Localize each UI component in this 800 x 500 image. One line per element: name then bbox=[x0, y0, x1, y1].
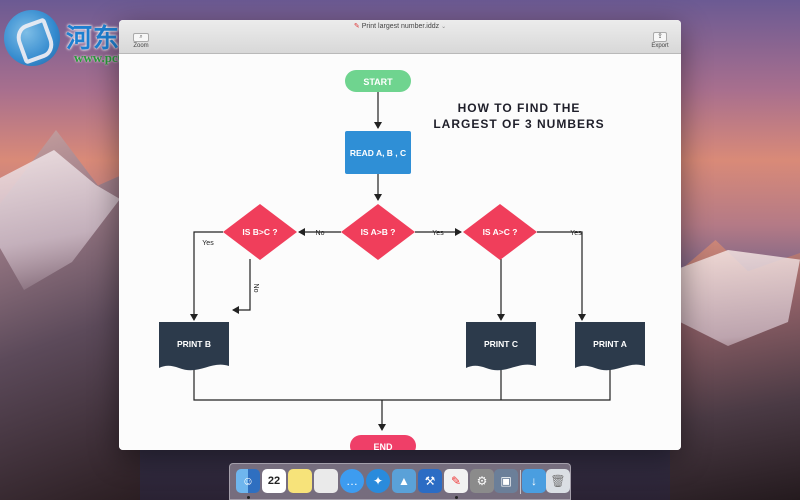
watermark-logo-icon bbox=[4, 10, 60, 66]
chevron-down-icon[interactable]: ⌄ bbox=[441, 24, 447, 30]
edge-merge bbox=[193, 366, 611, 401]
dock: ☺ 22 … ✦ ▲ ⚒ ✎ ⚙ ▣ ↓ 🗑 bbox=[229, 463, 571, 500]
zoom-button[interactable]: ⌕ Zoom bbox=[129, 33, 153, 52]
start-terminal[interactable] bbox=[345, 70, 411, 92]
print-b-label: PRINT B bbox=[177, 339, 211, 349]
share-icon: ⇪ bbox=[653, 32, 667, 42]
trash-icon[interactable]: 🗑 bbox=[546, 469, 570, 493]
messages-icon[interactable]: … bbox=[340, 469, 364, 493]
calendar-icon[interactable]: 22 bbox=[262, 469, 286, 493]
system-preferences-icon[interactable]: ⚙ bbox=[470, 469, 494, 493]
decision-b-gt-c[interactable] bbox=[223, 204, 297, 260]
decision-a-gt-c[interactable] bbox=[463, 204, 537, 260]
decision-a-gt-b-label: IS A>B ? bbox=[361, 227, 396, 237]
xcode-icon[interactable]: ⚒ bbox=[418, 469, 442, 493]
end-terminal[interactable] bbox=[350, 435, 416, 450]
launchpad-icon[interactable] bbox=[314, 469, 338, 493]
heading-line-2: LARGEST OF 3 NUMBERS bbox=[433, 117, 605, 131]
document-icon: ✎ bbox=[353, 23, 360, 30]
zoom-icon: ⌕ bbox=[133, 33, 149, 42]
photo-icon[interactable]: ▣ bbox=[494, 469, 518, 493]
edge-label-ac-yes: Yes bbox=[570, 230, 582, 237]
calendar-day: 22 bbox=[267, 475, 281, 487]
edge-bc-yes bbox=[190, 231, 223, 321]
diagram-canvas[interactable]: No Yes Yes No Yes START READ A, B , C IS… bbox=[119, 54, 681, 450]
edge-label-ab-no: No bbox=[316, 230, 325, 237]
downloads-folder-icon[interactable]: ↓ bbox=[522, 469, 546, 493]
edge-bc-no bbox=[232, 259, 251, 314]
flowchart: No Yes Yes No Yes START READ A, B , C IS… bbox=[159, 70, 645, 450]
window-title-text: Print largest number.iddz bbox=[361, 23, 440, 30]
finder-icon[interactable]: ☺ bbox=[236, 469, 260, 493]
edge-label-bc-yes: Yes bbox=[202, 240, 214, 247]
edge-label-bc-no: No bbox=[252, 284, 259, 293]
decision-b-gt-c-label: IS B>C ? bbox=[242, 227, 277, 237]
heading-line-1: HOW TO FIND THE bbox=[457, 101, 581, 115]
window-title: ✎ Print largest number.iddz ⌄ bbox=[119, 22, 681, 30]
preview-icon[interactable]: ▲ bbox=[392, 469, 416, 493]
safari-icon[interactable]: ✦ bbox=[366, 469, 390, 493]
export-button[interactable]: ⇪ Export bbox=[647, 32, 673, 52]
decision-a-gt-c-label: IS A>C ? bbox=[483, 227, 518, 237]
print-b-output[interactable] bbox=[159, 322, 229, 371]
read-process[interactable] bbox=[345, 131, 411, 174]
edge-label-ab-yes: Yes bbox=[432, 230, 444, 237]
dock-separator bbox=[520, 470, 521, 494]
read-label: READ A, B , C bbox=[350, 148, 406, 158]
print-a-label: PRINT A bbox=[593, 339, 627, 349]
print-c-output[interactable] bbox=[466, 322, 536, 371]
start-label: START bbox=[363, 77, 393, 87]
decision-a-gt-b[interactable] bbox=[341, 204, 415, 260]
diagrams-icon[interactable]: ✎ bbox=[444, 469, 468, 493]
running-indicator bbox=[455, 496, 458, 499]
print-a-output[interactable] bbox=[575, 322, 645, 371]
connectors bbox=[190, 92, 611, 431]
export-label: Export bbox=[651, 43, 669, 49]
edge-ac-yes bbox=[537, 231, 586, 321]
print-c-label: PRINT C bbox=[484, 339, 518, 349]
window-titlebar: ✎ Print largest number.iddz ⌄ ⌕ Zoom ⇪ E… bbox=[119, 20, 681, 54]
diagram-heading: HOW TO FIND THE LARGEST OF 3 NUMBERS bbox=[419, 100, 619, 132]
app-window: ✎ Print largest number.iddz ⌄ ⌕ Zoom ⇪ E… bbox=[119, 20, 681, 450]
end-label: END bbox=[373, 442, 393, 450]
notes-icon[interactable] bbox=[288, 469, 312, 493]
zoom-label: Zoom bbox=[133, 43, 149, 49]
running-indicator bbox=[247, 496, 250, 499]
